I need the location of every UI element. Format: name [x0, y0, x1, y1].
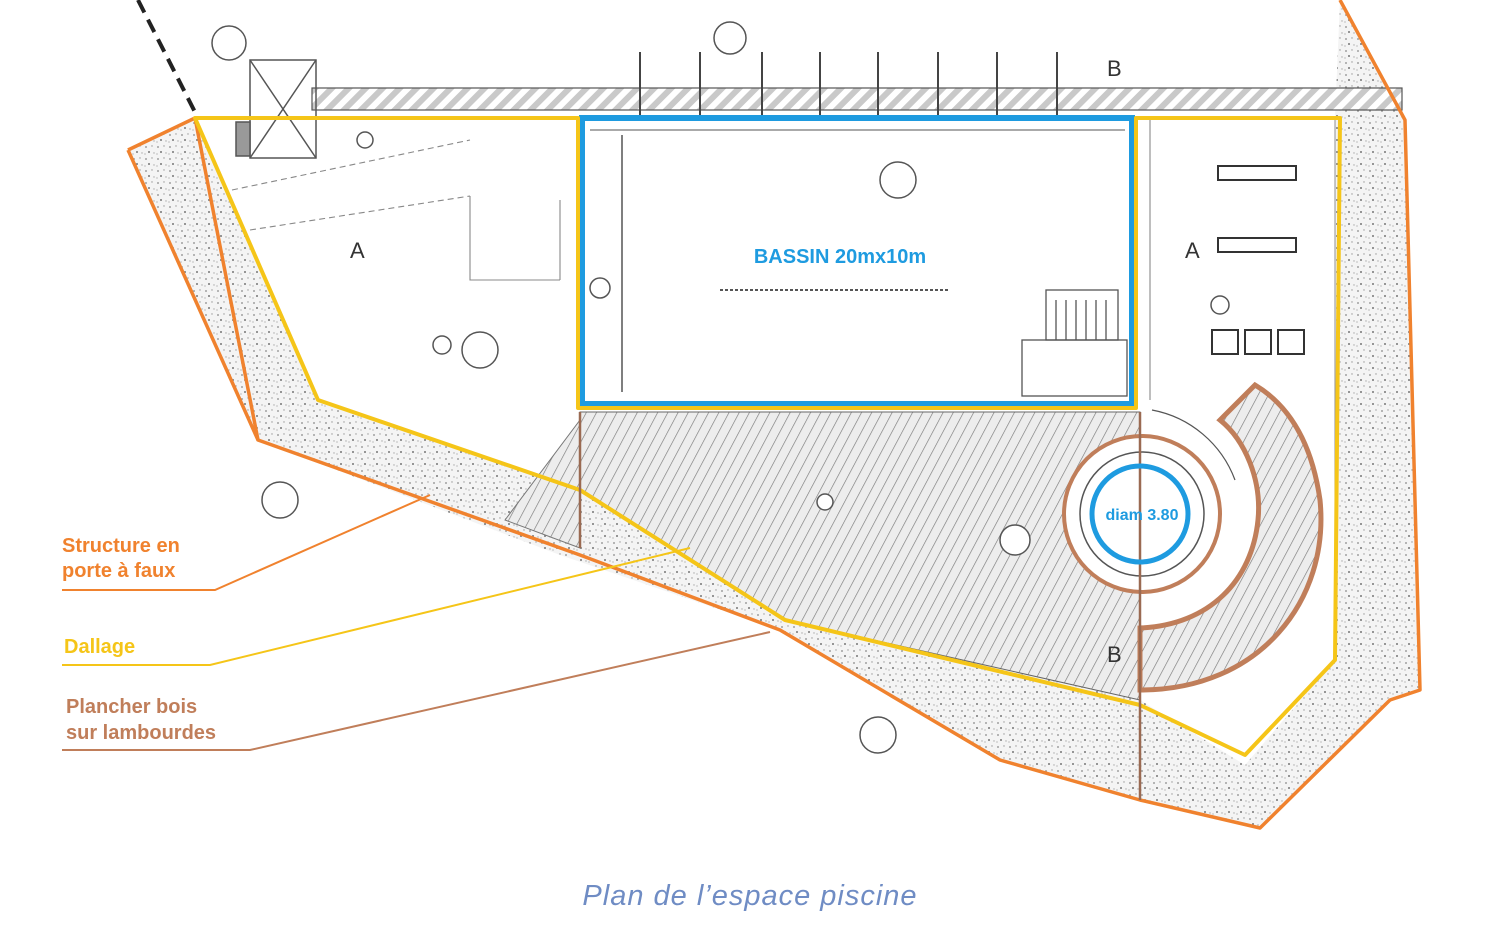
pool-stairs: [1021, 289, 1128, 397]
legend-plancher-line2: sur lambourdes: [66, 722, 216, 744]
plancher-edge: [578, 412, 1142, 800]
legend-dallage: Dallage: [64, 636, 135, 658]
legend-leaders: [62, 494, 771, 751]
gravel-border: [128, 0, 1420, 828]
circle-label: diam 3.80: [1106, 507, 1179, 524]
section-mark-b-top: B: [1107, 56, 1122, 81]
legend-structure-line1: Structure en: [62, 535, 180, 557]
top-hatched-band: [311, 87, 1403, 111]
section-mark-a-right: A: [1185, 238, 1200, 263]
technical-box: [235, 59, 317, 159]
section-mark-a-left: A: [350, 238, 365, 263]
plan-caption: Plan de l’espace piscine: [582, 880, 918, 912]
pool-label: BASSIN 20mx10m: [754, 246, 926, 268]
boundary-dashed-line: [136, 0, 200, 119]
equipment-boxes: [1211, 165, 1305, 355]
main-pool-basin: [579, 115, 1135, 407]
structure-outline-inner: [126, 149, 260, 441]
legend: Structure en porte à faux Dallage Planch…: [62, 535, 216, 744]
section-mark-b-bottom: B: [1107, 642, 1122, 667]
round-pool-outline: [1089, 463, 1191, 565]
legend-plancher-line1: Plancher bois: [66, 696, 197, 718]
callout-markers: [211, 21, 1230, 754]
structure-outline: [127, 0, 1422, 830]
round-pool-inner-ring: [1079, 451, 1205, 577]
legend-structure-line2: porte à faux: [62, 560, 175, 582]
curved-deck: [1137, 381, 1324, 693]
round-pool-arc: [1151, 409, 1236, 481]
